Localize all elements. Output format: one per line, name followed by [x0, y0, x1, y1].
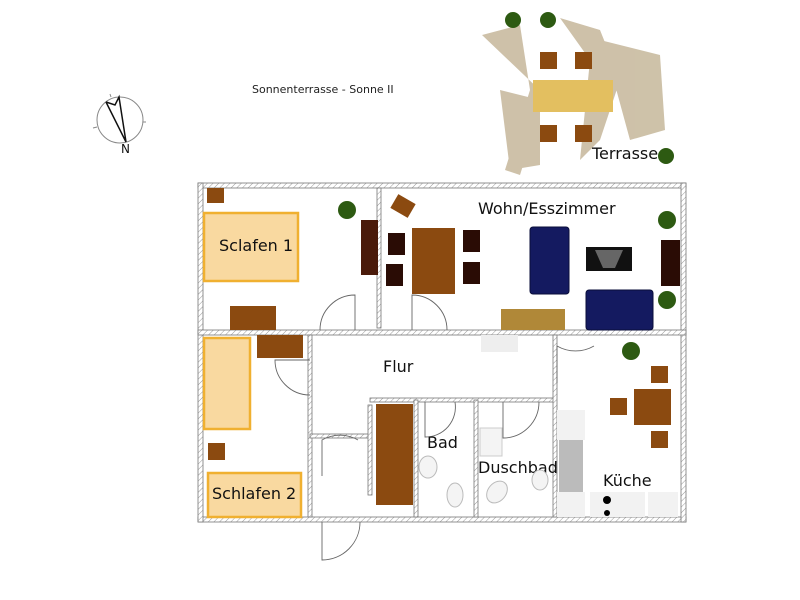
stove	[590, 492, 645, 517]
sink-counter	[559, 440, 583, 492]
sofa	[529, 226, 570, 295]
terrace-chair	[540, 52, 557, 69]
bed	[202, 336, 252, 431]
counter	[557, 410, 585, 440]
shelf	[481, 335, 518, 352]
dining-chair	[386, 264, 403, 286]
north-label: N	[121, 142, 130, 156]
sink-icon	[531, 469, 549, 491]
wardrobe	[361, 220, 378, 275]
plant-icon	[658, 291, 676, 309]
kitchen-chair	[610, 398, 627, 415]
plant-icon	[338, 201, 356, 219]
armchair	[390, 194, 416, 218]
terrace-table	[533, 80, 613, 112]
dining-chair	[463, 230, 480, 252]
plant-icon	[658, 211, 676, 229]
wardrobe	[376, 404, 413, 505]
stove-burner-icon	[604, 510, 610, 516]
parasol-icon	[482, 18, 665, 175]
room-label-kitchen: Küche	[603, 471, 652, 490]
plan-title: Sonnenterrasse - Sonne II	[252, 83, 394, 96]
dresser	[257, 335, 303, 358]
doors	[274, 294, 595, 561]
dining-chair	[463, 262, 480, 284]
bed	[206, 471, 303, 519]
kitchen-chair	[651, 431, 668, 448]
terrace-chair	[540, 125, 557, 142]
room-label-hallway: Flur	[383, 357, 414, 376]
kitchen-chair	[651, 366, 668, 383]
sideboard	[501, 309, 565, 330]
room-label-bath: Bad	[427, 433, 458, 452]
dresser	[230, 306, 276, 330]
dining-chair	[388, 233, 405, 255]
room-label-bedroom1: Sclafen 1	[219, 236, 293, 255]
sofa	[585, 289, 654, 331]
terrace-area: Terrasse	[482, 12, 674, 175]
plant-icon	[622, 342, 640, 360]
counter	[557, 492, 585, 517]
toilet-icon	[486, 480, 508, 504]
plant-icon	[540, 12, 556, 28]
stove-burner-icon	[603, 496, 611, 504]
kitchen-table	[634, 389, 671, 425]
terrace-chair	[575, 52, 592, 69]
shower-tray	[479, 427, 503, 457]
walls	[197, 182, 687, 523]
counter	[648, 492, 678, 517]
room-label-terrace: Terrasse	[591, 144, 658, 163]
room-label-living: Wohn/Esszimmer	[478, 199, 616, 218]
compass-icon: N	[92, 93, 146, 156]
nightstand	[208, 443, 225, 460]
cabinet	[661, 240, 680, 286]
plant-icon	[658, 148, 674, 164]
terrace-chair	[575, 125, 592, 142]
nightstand	[207, 188, 224, 203]
dining-table	[412, 228, 455, 294]
room-label-bedroom2: Schlafen 2	[212, 484, 296, 503]
bed	[202, 211, 300, 283]
plant-icon	[505, 12, 521, 28]
sink-icon	[418, 455, 438, 479]
toilet-icon	[446, 482, 464, 508]
